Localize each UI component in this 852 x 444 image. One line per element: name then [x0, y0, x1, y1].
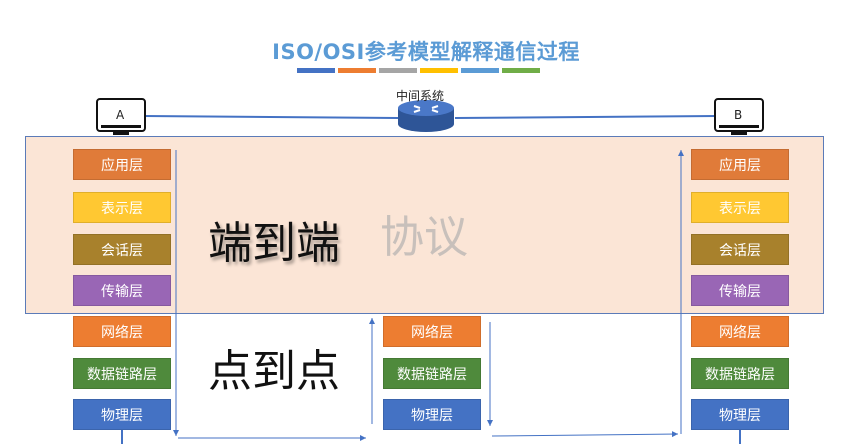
- right-presentation-layer: 表示层: [691, 192, 789, 223]
- left-session-layer: 会话层: [73, 234, 171, 265]
- middle-network-layer: 网络层: [383, 316, 481, 347]
- right-physical-layer: 物理层: [691, 399, 789, 430]
- computer-b-icon: [714, 98, 764, 135]
- left-network-layer: 网络层: [73, 316, 171, 347]
- right-network-layer: 网络层: [691, 316, 789, 347]
- right-datalink-layer: 数据链路层: [691, 358, 789, 389]
- swatch-yellow: [420, 68, 458, 73]
- left-physical-layer: 物理层: [73, 399, 171, 430]
- diagram-title: ISO/OSI参考模型解释通信过程: [272, 40, 580, 64]
- host-a-label: A: [116, 108, 125, 122]
- left-transport-layer: 传输层: [73, 275, 171, 306]
- middle-physical-layer: 物理层: [383, 399, 481, 430]
- link-a-router: [143, 115, 399, 119]
- end-to-end-label: 端到端: [208, 218, 340, 269]
- host-b-label: B: [734, 108, 743, 122]
- computer-a-icon: [96, 98, 146, 135]
- swatch-gray: [379, 68, 417, 73]
- left-datalink-layer: 数据链路层: [73, 358, 171, 389]
- link-router-b: [454, 115, 718, 119]
- right-application-layer: 应用层: [691, 149, 789, 180]
- protocol-label: 协议: [380, 212, 468, 263]
- swatch-green: [502, 68, 540, 73]
- flow-router-to-b: [491, 431, 679, 438]
- swatch-blue: [297, 68, 335, 73]
- left-presentation-layer: 表示层: [73, 192, 171, 223]
- router-icon: [398, 100, 454, 132]
- right-transport-layer: 传输层: [691, 275, 789, 306]
- point-to-point-label: 点到点: [208, 346, 340, 397]
- right-session-layer: 会话层: [691, 234, 789, 265]
- left-application-layer: 应用层: [73, 149, 171, 180]
- middle-system-label: 中间系统: [396, 89, 445, 103]
- swatch-orange: [338, 68, 376, 73]
- middle-datalink-layer: 数据链路层: [383, 358, 481, 389]
- swatch-light-blue: [461, 68, 499, 73]
